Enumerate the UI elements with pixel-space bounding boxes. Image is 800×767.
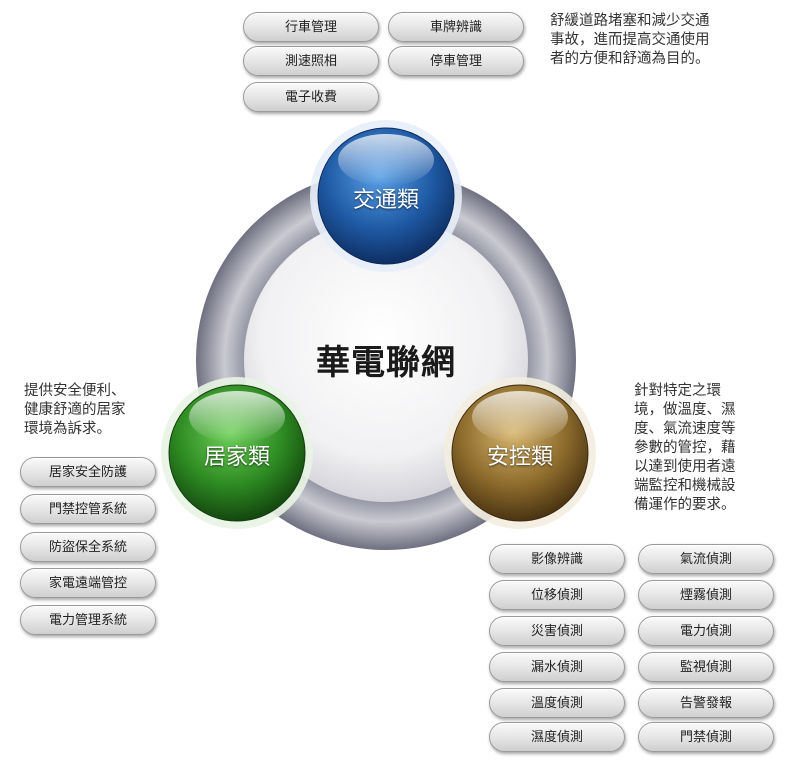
security-item[interactable]: 煙霧偵測: [638, 580, 774, 610]
traffic-desc-line: 事故，進而提高交通使用: [550, 32, 710, 48]
security-desc-line: 針對特定之環: [634, 383, 721, 399]
traffic-desc-line: 舒緩道路堵塞和減少交通: [550, 13, 710, 29]
home-desc-line: 健康舒適的居家: [24, 402, 126, 418]
home-item[interactable]: 電力管理系統: [20, 605, 156, 635]
security-desc-line: 參數的管控，藉: [634, 440, 736, 456]
security-item[interactable]: 溫度偵測: [489, 688, 625, 718]
traffic-desc-line: 者的方便和舒適為目的。: [550, 51, 710, 67]
security-desc-line: 端監控和機械設: [634, 478, 736, 494]
traffic-item[interactable]: 測速照相: [243, 46, 379, 76]
home-desc-line: 提供安全便利、: [24, 383, 126, 399]
traffic-item[interactable]: 電子收費: [243, 82, 379, 112]
security-description: 針對特定之環 境，做溫度、濕 度、氣流速度等 參數的管控，藉 以達到使用者遠 端…: [634, 382, 736, 515]
home-item[interactable]: 家電遠端管控: [20, 568, 156, 598]
traffic-label: 交通類: [352, 188, 419, 213]
traffic-item[interactable]: 行車管理: [243, 12, 379, 42]
security-item[interactable]: 氣流偵測: [638, 544, 774, 574]
home-label: 居家類: [203, 445, 270, 470]
security-label: 安控類: [486, 445, 553, 470]
security-item[interactable]: 濕度偵測: [489, 722, 625, 752]
security-item[interactable]: 電力偵測: [638, 616, 774, 646]
security-item[interactable]: 漏水偵測: [489, 652, 625, 682]
home-item[interactable]: 居家安全防護: [20, 457, 156, 487]
security-item[interactable]: 影像辨識: [489, 544, 625, 574]
home-desc-line: 環境為訴求。: [24, 421, 111, 437]
traffic-circle: [310, 120, 462, 272]
security-desc-line: 備運作的要求。: [634, 497, 736, 513]
center-title: 華電聯網: [316, 343, 456, 383]
traffic-description: 舒緩道路堵塞和減少交通 事故，進而提高交通使用 者的方便和舒適為目的。: [550, 12, 710, 69]
home-item[interactable]: 防盜保全系統: [20, 532, 156, 562]
security-item[interactable]: 告警發報: [638, 688, 774, 718]
traffic-item[interactable]: 停車管理: [388, 46, 524, 76]
security-item[interactable]: 災害偵測: [489, 616, 625, 646]
security-circle: [444, 377, 596, 529]
home-circle: [161, 377, 313, 529]
security-desc-line: 度、氣流速度等: [634, 421, 736, 437]
security-desc-line: 以達到使用者遠: [634, 459, 736, 475]
security-desc-line: 境，做溫度、濕: [634, 402, 736, 418]
security-item[interactable]: 監視偵測: [638, 652, 774, 682]
security-item[interactable]: 位移偵測: [489, 580, 625, 610]
traffic-item[interactable]: 車牌辨識: [388, 12, 524, 42]
home-description: 提供安全便利、 健康舒適的居家 環境為訴求。: [24, 382, 126, 439]
security-item[interactable]: 門禁偵測: [638, 722, 774, 752]
home-item[interactable]: 門禁控管系統: [20, 494, 156, 524]
